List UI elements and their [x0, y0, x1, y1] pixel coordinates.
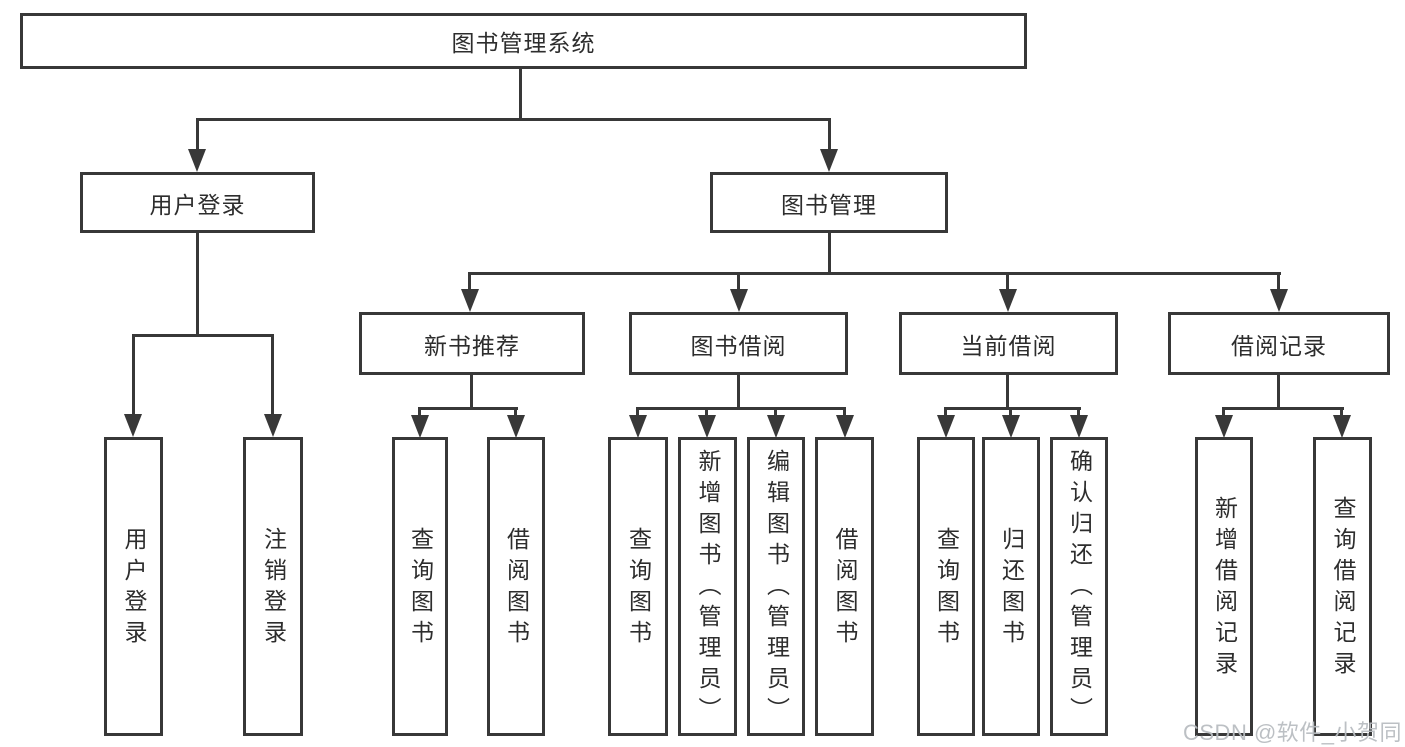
connector-line [1222, 407, 1344, 410]
connector-line [1340, 407, 1343, 417]
arrowhead-down-icon [188, 149, 206, 172]
arrowhead-down-icon [264, 414, 282, 437]
node-book-management-label: 图书管理 [781, 191, 877, 218]
node-new-book-recommend-label: 新书推荐 [424, 332, 520, 359]
connector-line [774, 407, 777, 417]
node-root-label: 图书管理系统 [451, 30, 596, 56]
arrowhead-down-icon [999, 289, 1017, 312]
leaf-label: 借阅图书 [503, 526, 530, 651]
node-root: 图书管理系统 [20, 13, 1027, 69]
connector-line [705, 407, 708, 417]
leaf-label: 新增图书（管理员） [695, 449, 721, 728]
connector-line [514, 407, 517, 417]
connector-line [468, 272, 1281, 275]
node-user-login-label: 用户登录 [149, 191, 246, 218]
connector-line [737, 373, 740, 410]
connector-line [470, 373, 473, 410]
node-user-login: 用户登录 [80, 172, 315, 233]
arrowhead-down-icon [730, 289, 748, 312]
leaf-label: 注销登录 [260, 526, 287, 651]
connector-line [636, 407, 639, 417]
leaf-label: 确认归还（管理员） [1066, 449, 1093, 728]
node-borrow-records-label: 借阅记录 [1231, 332, 1327, 359]
connector-line [828, 118, 831, 151]
connector-line [132, 334, 135, 415]
connector-line [418, 407, 518, 410]
connector-line [196, 231, 199, 337]
connector-line [468, 272, 471, 290]
leaf-user-login: 用户登录 [104, 437, 163, 736]
connector-line [1222, 407, 1225, 417]
arrowhead-down-icon [1215, 415, 1233, 438]
connector-line [196, 118, 831, 121]
node-book-borrow: 图书借阅 [629, 312, 848, 375]
connector-line [737, 272, 740, 290]
connector-line [944, 407, 947, 417]
arrowhead-down-icon [1333, 415, 1351, 438]
arrowhead-down-icon [629, 415, 647, 438]
node-book-borrow-label: 图书借阅 [690, 332, 787, 359]
connector-line [636, 407, 846, 410]
leaf-return-books: 归还图书 [982, 437, 1040, 736]
arrowhead-down-icon [820, 149, 838, 172]
arrowhead-down-icon [698, 415, 716, 438]
connector-line [196, 118, 199, 151]
arrowhead-down-icon [461, 289, 479, 312]
connector-line [1077, 407, 1080, 417]
arrowhead-down-icon [507, 415, 525, 438]
leaf-edit-book-admin: 编辑图书（管理员） [747, 437, 805, 736]
leaf-query-books: 查询图书 [917, 437, 975, 736]
leaf-label: 查询图书 [933, 526, 960, 651]
leaf-label: 查询借阅记录 [1330, 495, 1356, 682]
leaf-query-borrow-record: 查询借阅记录 [1313, 437, 1372, 736]
connector-line [519, 66, 522, 121]
leaf-confirm-return-admin: 确认归还（管理员） [1050, 437, 1108, 736]
connector-line [1277, 272, 1280, 290]
csdn-watermark: CSDN @软件_小贺同学 [1183, 720, 1403, 745]
arrowhead-down-icon [1070, 415, 1088, 438]
connector-line [1006, 373, 1009, 410]
connector-line [843, 407, 846, 417]
leaf-logout: 注销登录 [243, 437, 303, 736]
connector-line [1009, 407, 1012, 417]
node-new-book-recommend: 新书推荐 [359, 312, 585, 375]
node-current-borrow-label: 当前借阅 [960, 332, 1057, 359]
node-current-borrow: 当前借阅 [899, 312, 1118, 375]
connector-line [944, 407, 1081, 410]
arrowhead-down-icon [1270, 289, 1288, 312]
connector-line [1277, 373, 1280, 410]
arrowhead-down-icon [1002, 415, 1020, 438]
arrowhead-down-icon [836, 415, 854, 438]
leaf-label: 查询图书 [407, 526, 434, 651]
node-borrow-records: 借阅记录 [1168, 312, 1390, 375]
leaf-label: 借阅图书 [832, 526, 858, 651]
leaf-label: 归还图书 [998, 526, 1025, 651]
leaf-borrow-books: 借阅图书 [487, 437, 545, 736]
connector-line [418, 407, 421, 417]
leaf-borrow-books: 借阅图书 [815, 437, 874, 736]
arrowhead-down-icon [124, 414, 142, 437]
leaf-add-borrow-record: 新增借阅记录 [1195, 437, 1253, 736]
node-book-management: 图书管理 [710, 172, 948, 233]
leaf-label: 查询图书 [625, 526, 652, 651]
leaf-label: 新增借阅记录 [1211, 495, 1238, 682]
connector-line [828, 231, 831, 275]
connector-line [132, 334, 274, 337]
arrowhead-down-icon [937, 415, 955, 438]
leaf-query-books: 查询图书 [392, 437, 448, 736]
connector-line [1006, 272, 1009, 290]
arrowhead-down-icon [411, 415, 429, 438]
leaf-label: 用户登录 [121, 526, 147, 651]
connector-line [271, 334, 274, 415]
leaf-add-book-admin: 新增图书（管理员） [678, 437, 737, 736]
leaf-label: 编辑图书（管理员） [763, 449, 790, 728]
arrowhead-down-icon [767, 415, 785, 438]
leaf-query-books: 查询图书 [608, 437, 668, 736]
